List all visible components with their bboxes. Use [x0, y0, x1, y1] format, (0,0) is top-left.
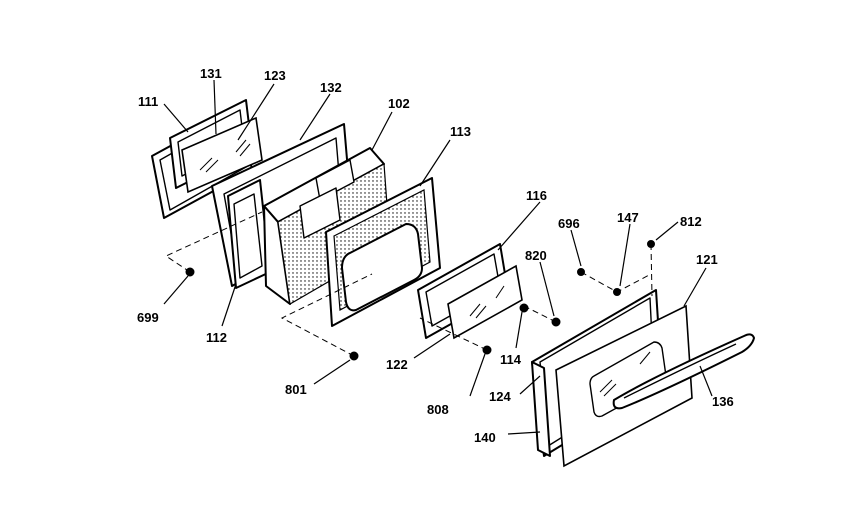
callout-122: 122 [386, 357, 408, 372]
part-123-inner-glass [181, 116, 263, 194]
clip-114 [519, 303, 529, 313]
callout-111: 111 [138, 94, 158, 109]
callout-808: 808 [427, 402, 449, 417]
callout-123: 123 [264, 68, 286, 83]
assembly-lines [164, 211, 653, 357]
callout-112: 112 [206, 330, 227, 345]
callout-116: 116 [526, 188, 547, 203]
callout-131: 131 [200, 66, 222, 81]
callout-699: 699 [137, 310, 159, 325]
part-122-window-glass [447, 264, 523, 340]
callout-812: 812 [680, 214, 702, 229]
part-112-door-trim [227, 179, 271, 289]
callout-820: 820 [525, 248, 547, 263]
leader-lines [163, 79, 713, 435]
callout-140: 140 [474, 430, 496, 445]
callout-132: 132 [320, 80, 342, 95]
callout-136: 136 [712, 394, 734, 409]
callout-147: 147 [617, 210, 639, 225]
callout-696: 696 [558, 216, 580, 231]
callout-102: 102 [388, 96, 410, 111]
part-136-door-handle [612, 333, 755, 410]
part-116-window-gasket [417, 243, 509, 339]
callout-labels: 111 131 123 132 102 113 116 696 147 812 … [137, 66, 734, 445]
callout-114: 114 [500, 352, 522, 367]
callout-124: 124 [489, 389, 511, 404]
callout-121: 121 [696, 252, 718, 267]
callout-113: 113 [450, 124, 471, 139]
callout-801: 801 [285, 382, 307, 397]
